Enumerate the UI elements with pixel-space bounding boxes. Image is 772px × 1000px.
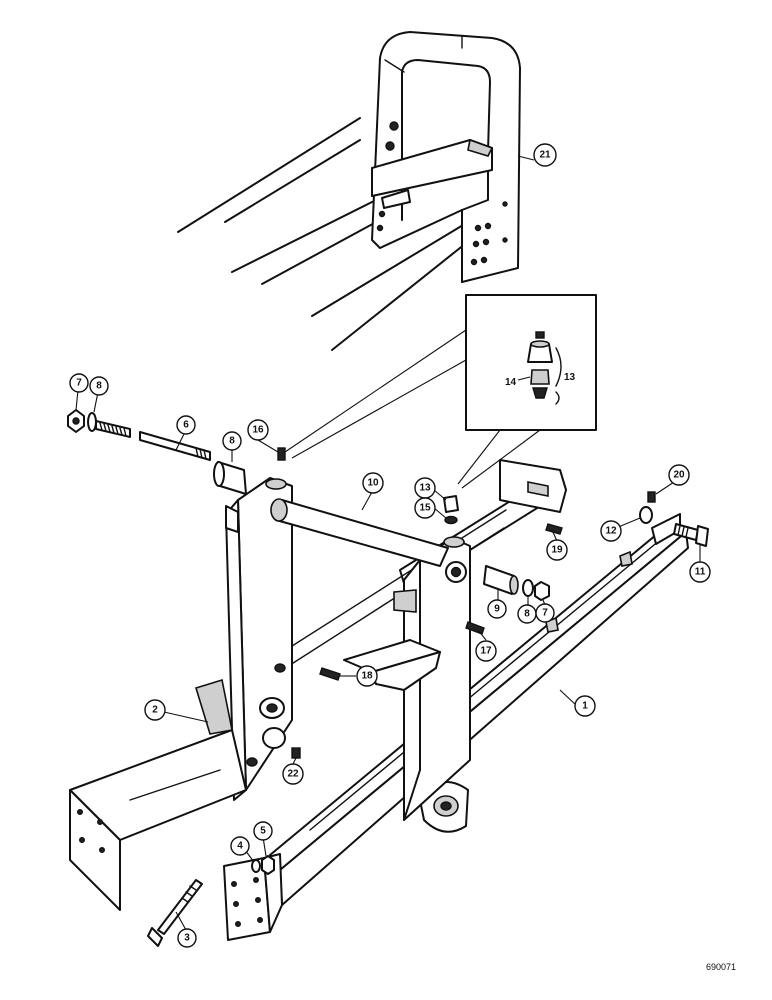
svg-text:20: 20 [673, 470, 685, 481]
callout-3: 3 [177, 928, 197, 948]
callout-8-top: 8 [89, 376, 109, 396]
svg-text:16: 16 [252, 425, 264, 436]
loose-fasteners [67, 409, 709, 947]
fitting-16 [277, 447, 286, 461]
callout-7-right: 7 [535, 603, 555, 623]
bolt-11-head [695, 525, 709, 547]
callout-1: 1 [574, 695, 596, 717]
callout-5: 5 [253, 821, 273, 841]
callout-7-top: 7 [69, 373, 89, 393]
callout-17: 17 [475, 640, 497, 662]
setscrew-22 [291, 747, 301, 759]
svg-text:8: 8 [229, 436, 235, 447]
callout-6: 6 [176, 415, 196, 435]
svg-text:1: 1 [582, 701, 588, 712]
nut-5 [261, 855, 275, 875]
washer-8-right [522, 579, 534, 597]
callout-2: 2 [144, 699, 166, 721]
fitting-15 [444, 515, 458, 525]
svg-text:12: 12 [605, 526, 617, 537]
callout-18: 18 [356, 665, 378, 687]
svg-text:13: 13 [419, 483, 431, 494]
callout-15: 15 [414, 497, 436, 519]
svg-text:17: 17 [480, 646, 492, 657]
spacer-9 [483, 565, 515, 595]
grease-fitting-inset [284, 294, 597, 489]
svg-text:11: 11 [695, 567, 706, 578]
washer-8-top [87, 412, 97, 432]
svg-text:6: 6 [183, 420, 189, 431]
svg-text:8: 8 [524, 609, 530, 620]
setscrew-18 [319, 667, 341, 681]
svg-text:5: 5 [260, 826, 266, 837]
callout-10: 10 [362, 472, 384, 494]
svg-text:2: 2 [152, 705, 158, 716]
callout-12: 12 [600, 520, 622, 542]
label-13: 13 [564, 372, 576, 383]
svg-text:18: 18 [361, 671, 373, 682]
svg-text:7: 7 [76, 378, 82, 389]
callout-8-spacer: 8 [222, 431, 242, 451]
setscrew-19 [545, 523, 563, 535]
svg-text:3: 3 [184, 933, 190, 944]
figure-code: 690071 [706, 962, 736, 972]
callout-13: 13 [414, 477, 436, 499]
callout-19: 19 [546, 539, 568, 561]
label-14: 14 [505, 377, 517, 388]
callout-16: 16 [247, 419, 269, 441]
svg-text:22: 22 [287, 769, 299, 780]
callout-21: 21 [533, 143, 557, 167]
callout-9: 9 [487, 599, 507, 619]
inset-frame [465, 294, 597, 431]
svg-text:19: 19 [551, 545, 563, 556]
washer-4 [251, 859, 261, 873]
rops-hoop-assembly [177, 31, 521, 351]
fitting-13 [443, 495, 459, 513]
callout-8-right: 8 [517, 604, 537, 624]
svg-text:21: 21 [539, 150, 551, 161]
washer-12 [639, 506, 653, 524]
nut-7-right [534, 581, 550, 601]
main-loader-frame [69, 459, 689, 941]
svg-text:4: 4 [237, 841, 243, 852]
svg-text:8: 8 [96, 381, 102, 392]
callout-11: 11 [689, 561, 711, 583]
svg-text:10: 10 [367, 478, 379, 489]
bolt-3 [157, 879, 203, 935]
callout-4: 4 [230, 836, 250, 856]
callout-20: 20 [668, 464, 690, 486]
svg-text:7: 7 [542, 608, 548, 619]
callout-22: 22 [282, 763, 304, 785]
svg-text:15: 15 [419, 503, 431, 514]
fitting-20 [647, 491, 656, 503]
svg-text:9: 9 [494, 604, 500, 615]
